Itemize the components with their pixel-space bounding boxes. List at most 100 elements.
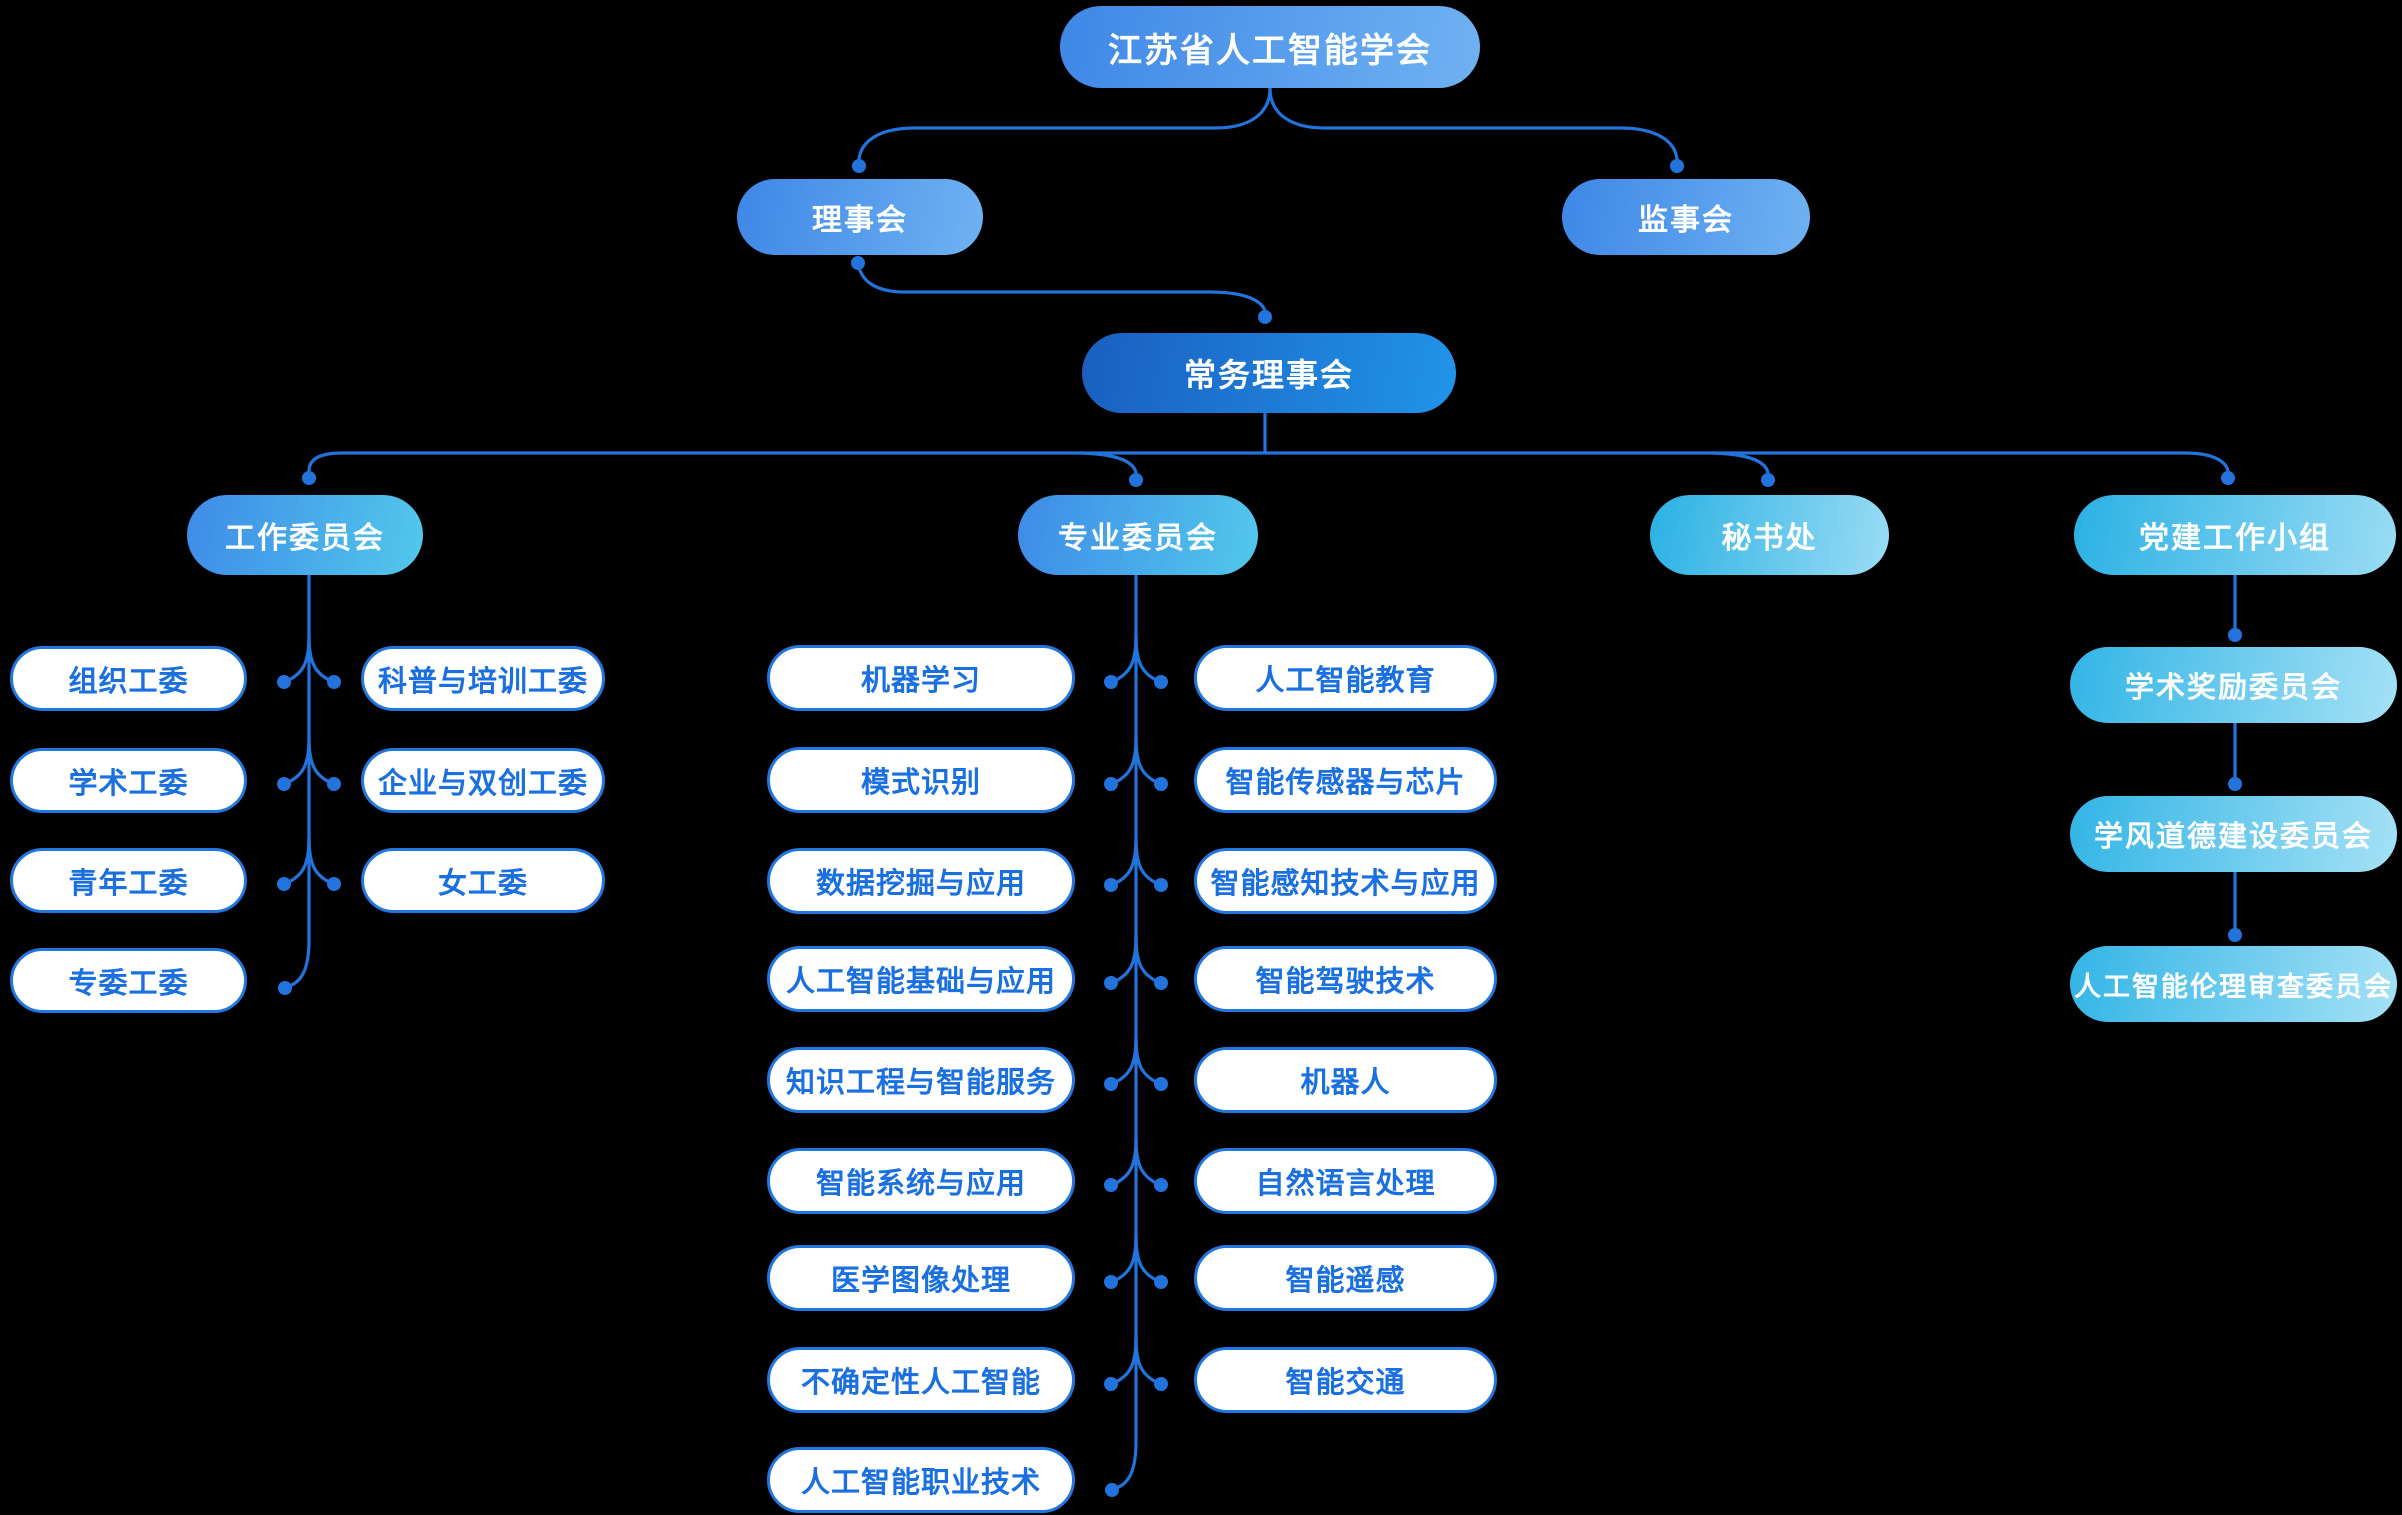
node-intelligent-perception-tech-application: 智能感知技术与应用 bbox=[1194, 848, 1497, 914]
node-special-affairs-committee: 专委工委 bbox=[10, 948, 247, 1013]
connector-path bbox=[1710, 451, 1770, 475]
node-pattern-recognition: 模式识别 bbox=[767, 747, 1075, 813]
node-ai-ethics-review-committee: 人工智能伦理审查委员会 bbox=[2070, 946, 2397, 1022]
connector-dot bbox=[1154, 1275, 1168, 1289]
node-supervisory-board: 监事会 bbox=[1562, 179, 1810, 255]
connector-path bbox=[307, 451, 2230, 473]
connector-path bbox=[307, 736, 331, 784]
connector-path bbox=[1078, 451, 1138, 475]
connector-path bbox=[1114, 837, 1138, 885]
connector-dot bbox=[2228, 777, 2242, 791]
node-machine-learning: 机器学习 bbox=[767, 645, 1075, 711]
connector-path bbox=[1114, 1234, 1138, 1282]
connector-dot bbox=[302, 471, 316, 485]
node-intelligent-remote-sensing: 智能遥感 bbox=[1194, 1245, 1497, 1311]
connector-path bbox=[1114, 1336, 1138, 1384]
node-science-popularization-training-committee: 科普与培训工委 bbox=[361, 646, 605, 711]
connector-dot bbox=[1154, 1178, 1168, 1192]
connector-dot bbox=[1154, 1377, 1168, 1391]
connector-path bbox=[1114, 1036, 1138, 1084]
connector-dot bbox=[327, 877, 341, 891]
connector-dot bbox=[1104, 777, 1118, 791]
connector-dot bbox=[2228, 628, 2242, 642]
connector-dot bbox=[1670, 159, 1684, 173]
connector-path bbox=[287, 836, 311, 884]
connector-dot bbox=[1129, 473, 1143, 487]
connector-dot bbox=[1154, 976, 1168, 990]
node-data-mining-application: 数据挖掘与应用 bbox=[767, 848, 1075, 914]
node-professional-committee: 专业委员会 bbox=[1018, 495, 1258, 575]
connector-dot bbox=[1104, 878, 1118, 892]
connector-dot bbox=[1154, 1077, 1168, 1091]
node-working-committee: 工作委员会 bbox=[187, 495, 423, 575]
connector-path bbox=[1114, 634, 1138, 682]
connector-path bbox=[287, 634, 311, 682]
connector-dot bbox=[1104, 1077, 1118, 1091]
connector-path bbox=[1114, 935, 1138, 983]
node-intelligent-driving-tech: 智能驾驶技术 bbox=[1194, 946, 1497, 1012]
connector-dot bbox=[1104, 1178, 1118, 1192]
node-ai-foundation-application: 人工智能基础与应用 bbox=[767, 946, 1075, 1012]
connector-path bbox=[1134, 1234, 1158, 1282]
connector-dot bbox=[851, 256, 865, 270]
connector-dot bbox=[1105, 1483, 1119, 1497]
connector-dot bbox=[2221, 471, 2235, 485]
connector-dot bbox=[1154, 777, 1168, 791]
connector-dot bbox=[1104, 1275, 1118, 1289]
node-council: 理事会 bbox=[737, 179, 983, 255]
node-party-building-group: 党建工作小组 bbox=[2074, 495, 2396, 575]
connector-path bbox=[307, 634, 331, 682]
connector-dot bbox=[852, 159, 866, 173]
connector-path bbox=[1134, 1336, 1158, 1384]
node-ai-education: 人工智能教育 bbox=[1194, 645, 1497, 711]
connector-path bbox=[856, 260, 1267, 313]
connector-path bbox=[1134, 736, 1158, 784]
connector-dot bbox=[1104, 1377, 1118, 1391]
node-academic-ethics-construction-committee: 学风道德建设委员会 bbox=[2070, 796, 2397, 872]
connector-path bbox=[1268, 86, 1679, 161]
node-academic-award-committee: 学术奖励委员会 bbox=[2070, 647, 2397, 723]
node-intelligent-transportation: 智能交通 bbox=[1194, 1347, 1497, 1413]
connector-path bbox=[1114, 1440, 1138, 1490]
connector-dot bbox=[1761, 473, 1775, 487]
node-robotics: 机器人 bbox=[1194, 1047, 1497, 1113]
node-academic-committee: 学术工委 bbox=[10, 748, 247, 813]
connector-path bbox=[857, 86, 1272, 161]
node-ai-vocational-technology: 人工智能职业技术 bbox=[767, 1447, 1075, 1513]
connector-path bbox=[1114, 1137, 1138, 1185]
connector-dot bbox=[278, 981, 292, 995]
node-natural-language-processing: 自然语言处理 bbox=[1194, 1148, 1497, 1214]
connector-path bbox=[307, 836, 331, 884]
connector-dot bbox=[1104, 976, 1118, 990]
connector-dot bbox=[277, 777, 291, 791]
node-women-committee: 女工委 bbox=[361, 848, 605, 913]
connector-path bbox=[287, 736, 311, 784]
connector-dot bbox=[277, 675, 291, 689]
connector-dot bbox=[1258, 310, 1272, 324]
connector-path bbox=[1134, 837, 1158, 885]
node-knowledge-engineering-intelligent-service: 知识工程与智能服务 bbox=[767, 1047, 1075, 1113]
node-enterprise-innovation-committee: 企业与双创工委 bbox=[361, 748, 605, 813]
node-youth-committee: 青年工委 bbox=[10, 848, 247, 913]
connector-dot bbox=[1154, 675, 1168, 689]
node-root: 江苏省人工智能学会 bbox=[1060, 6, 1480, 88]
connector-dot bbox=[1104, 675, 1118, 689]
connector-dot bbox=[327, 675, 341, 689]
connector-dot bbox=[2228, 928, 2242, 942]
connector-dot bbox=[1154, 878, 1168, 892]
node-intelligent-sensors-chips: 智能传感器与芯片 bbox=[1194, 747, 1497, 813]
connector-path bbox=[1134, 1137, 1158, 1185]
node-secretariat: 秘书处 bbox=[1650, 495, 1889, 575]
node-intelligent-systems-application: 智能系统与应用 bbox=[767, 1148, 1075, 1214]
connector-dot bbox=[277, 877, 291, 891]
connector-dot bbox=[327, 777, 341, 791]
connector-path bbox=[1134, 1036, 1158, 1084]
node-organization-committee: 组织工委 bbox=[10, 646, 247, 711]
connector-path bbox=[1114, 736, 1138, 784]
node-standing-council: 常务理事会 bbox=[1082, 333, 1456, 413]
node-medical-image-processing: 医学图像处理 bbox=[767, 1245, 1075, 1311]
connector-path bbox=[1134, 935, 1158, 983]
connector-path bbox=[1134, 634, 1158, 682]
